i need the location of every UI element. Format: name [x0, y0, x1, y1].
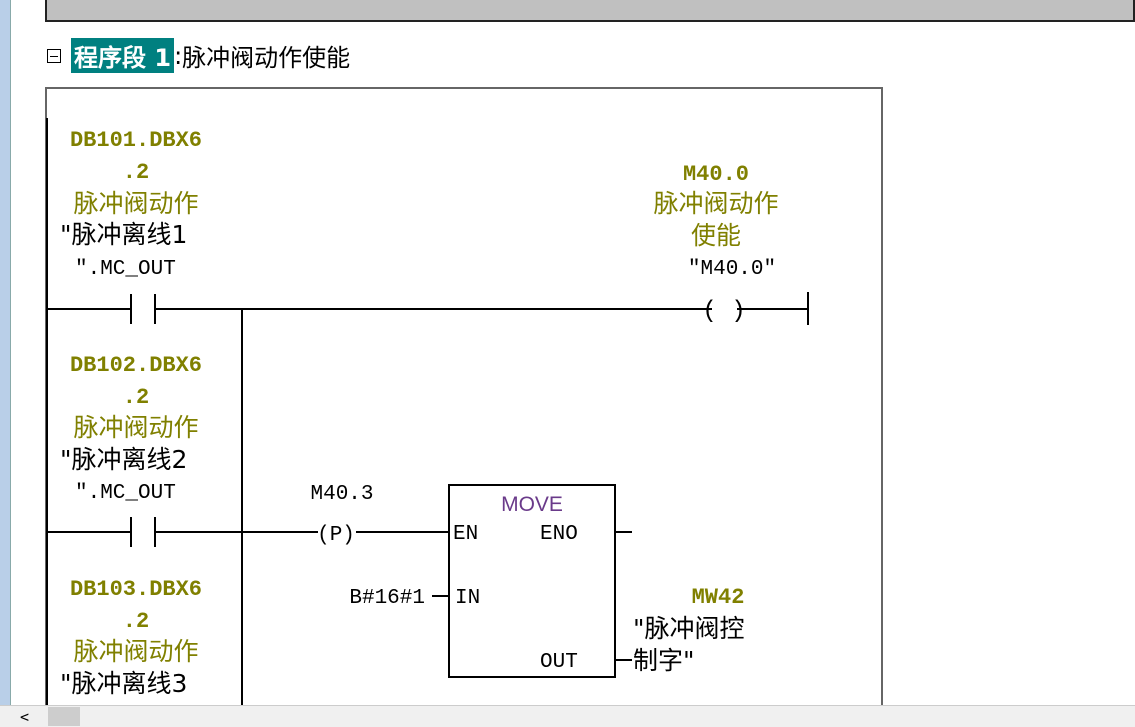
- operand-address-cont: .2: [123, 609, 149, 634]
- coil-glyph: ( ): [702, 298, 745, 325]
- move-block[interactable]: [432, 484, 632, 678]
- operand-comment: 脉冲阀动作: [73, 189, 198, 218]
- positive-edge-contact[interactable]: (P): [317, 524, 449, 547]
- coil-comment-cont: 使能: [691, 221, 741, 250]
- move-title: MOVE: [501, 493, 563, 516]
- pin-out: OUT: [540, 651, 578, 674]
- scroll-left-icon[interactable]: <: [20, 708, 30, 726]
- in-value[interactable]: B#16#1: [349, 587, 425, 610]
- operand-comment: 脉冲阀动作: [73, 637, 198, 666]
- network-header: 程序段 1 : 脉冲阀动作使能: [47, 38, 350, 73]
- coil-comment: 脉冲阀动作: [653, 189, 778, 218]
- ladder-diagram: DB101.DBX6 .2 脉冲阀动作 "脉冲离线1 ".MC_OUT ( ) …: [46, 118, 809, 705]
- network-title[interactable]: 脉冲阀动作使能: [182, 44, 351, 72]
- coil[interactable]: ( ): [702, 292, 809, 325]
- operand-comment: 脉冲阀动作: [73, 413, 198, 442]
- pin-in: IN: [455, 587, 480, 610]
- operand-symbol: "脉冲离线3: [60, 669, 187, 698]
- operand-symbol: "脉冲离线1: [60, 220, 187, 249]
- network-colon: :: [174, 41, 183, 70]
- contact-1[interactable]: [47, 294, 712, 324]
- coil-address: M40.0: [683, 162, 749, 187]
- operand-address: DB102.DBX6: [70, 353, 202, 378]
- contact-2[interactable]: [47, 517, 318, 547]
- operand-address: DB103.DBX6: [70, 577, 202, 602]
- pin-eno: ENO: [540, 523, 578, 546]
- previous-network-area: [45, 0, 1135, 22]
- out-address[interactable]: MW42: [692, 585, 745, 610]
- pin-en: EN: [453, 523, 478, 546]
- scrollbar-thumb[interactable]: [48, 707, 80, 726]
- out-symbol-cont: 制字": [633, 646, 695, 675]
- left-panel-edge: [0, 0, 11, 705]
- horizontal-scrollbar[interactable]: <: [0, 705, 1135, 727]
- operand-symbol-cont: ".MC_OUT: [75, 258, 176, 281]
- network-label[interactable]: 程序段 1: [71, 38, 175, 73]
- operand-symbol: "脉冲离线2: [60, 445, 187, 474]
- out-symbol: "脉冲阀控: [633, 614, 745, 643]
- operand-address: DB101.DBX6: [70, 128, 202, 153]
- operand-address-cont: .2: [123, 385, 149, 410]
- coil-symbol: "M40.0": [688, 258, 776, 281]
- edge-address: M40.3: [310, 483, 373, 506]
- operand-address-cont: .2: [123, 160, 149, 185]
- operand-symbol-cont: ".MC_OUT: [75, 482, 176, 505]
- collapse-icon[interactable]: [47, 48, 61, 63]
- edge-glyph: (P): [317, 524, 355, 547]
